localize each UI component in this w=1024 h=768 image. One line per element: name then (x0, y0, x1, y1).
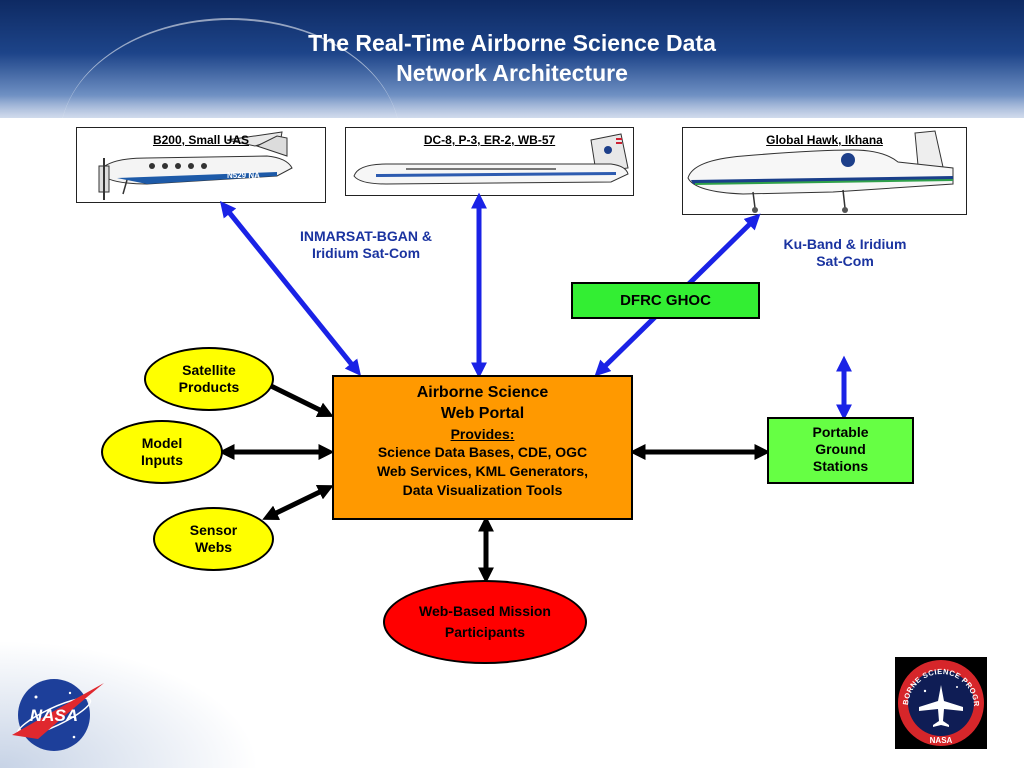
aircraft-label-dc8: DC-8, P-3, ER-2, WB-57 (423, 133, 556, 147)
inmarsat-label-line-2: Iridium Sat-Com (311, 245, 421, 261)
globalhawk-aircraft-icon (687, 130, 954, 213)
portal-desc-line-2: Web Services, KML Generators, (376, 463, 589, 479)
portal-title-line-1: Airborne Science (416, 384, 549, 401)
title-line-1: The Real-Time Airborne Science Data (308, 30, 716, 56)
aircraft-box-dc8: DC-8, P-3, ER-2, WB-57 (345, 127, 634, 196)
airborne-science-program-logo: AIRBORNE SCIENCE PROGRAM NASA (895, 657, 987, 749)
mission-participants-line-2: Participants (444, 624, 526, 640)
portal-desc-line-3: Data Visualization Tools (402, 482, 563, 498)
b200-aircraft-icon (98, 131, 293, 200)
dc8-aircraft-icon (353, 133, 629, 185)
portal-title-line-2: Web Portal (440, 405, 525, 422)
dfrc-ghoc-box: DFRC GHOC (571, 282, 760, 319)
aircraft-label-globalhawk: Global Hawk, Ikhana (766, 133, 883, 147)
header-sheen (0, 96, 1024, 118)
model-inputs-node: Model Inputs (101, 420, 223, 484)
ground-stations-box: Portable Ground Stations (767, 417, 914, 484)
mission-participants-node: Web-Based Mission Participants (383, 580, 587, 664)
satellite-products-node: Satellite Products (144, 347, 274, 411)
aircraft-box-b200: B200, Small UAS N529 NA (76, 127, 326, 203)
mission-participants-line-1: Web-Based Mission (419, 603, 551, 619)
asp-logo-nasa-text: NASA (930, 736, 953, 745)
sensor-webs-line-2: Webs (194, 539, 233, 555)
model-inputs-line-2: Inputs (141, 452, 183, 468)
portal-provides-label: Provides: (450, 426, 515, 442)
kuband-label: Ku-Band & Iridium Sat-Com (760, 236, 930, 270)
b200-tail-number: N529 NA (227, 171, 260, 180)
page-title: The Real-Time Airborne Science Data Netw… (212, 28, 812, 88)
web-portal-box: Airborne Science Web Portal Provides: Sc… (332, 375, 633, 520)
arrow-b200-portal (219, 201, 362, 376)
portal-desc-line-1: Science Data Bases, CDE, OGC (377, 444, 588, 460)
nasa-logo-text: NASA (30, 706, 78, 725)
arrow-satellite-portal (267, 382, 334, 417)
sensor-webs-line-1: Sensor (189, 522, 238, 538)
ground-stations-line-1: Portable (812, 424, 869, 440)
satellite-products-line-2: Products (178, 379, 240, 395)
aircraft-label-b200: B200, Small UAS (152, 133, 250, 147)
title-line-2: Network Architecture (396, 60, 628, 86)
kuband-label-line-2: Sat-Com (816, 253, 874, 269)
inmarsat-label: INMARSAT-BGAN & Iridium Sat-Com (278, 228, 454, 262)
sensor-webs-node: Sensor Webs (153, 507, 274, 571)
slide-header (0, 0, 1024, 118)
arrow-sensor-portal (262, 484, 334, 521)
model-inputs-line-1: Model (141, 435, 183, 451)
nasa-meatball-logo: NASA (12, 679, 104, 751)
header-arc-decoration (60, 18, 400, 118)
kuband-label-line-1: Ku-Band & Iridium (783, 236, 907, 252)
satellite-products-line-1: Satellite (182, 362, 236, 378)
aircraft-box-globalhawk: Global Hawk, Ikhana (682, 127, 967, 215)
ground-stations-line-3: Stations (812, 458, 869, 474)
inmarsat-label-line-1: INMARSAT-BGAN & (300, 228, 432, 244)
ground-stations-line-2: Ground (815, 441, 866, 457)
dfrc-ghoc-label: DFRC GHOC (620, 292, 711, 309)
